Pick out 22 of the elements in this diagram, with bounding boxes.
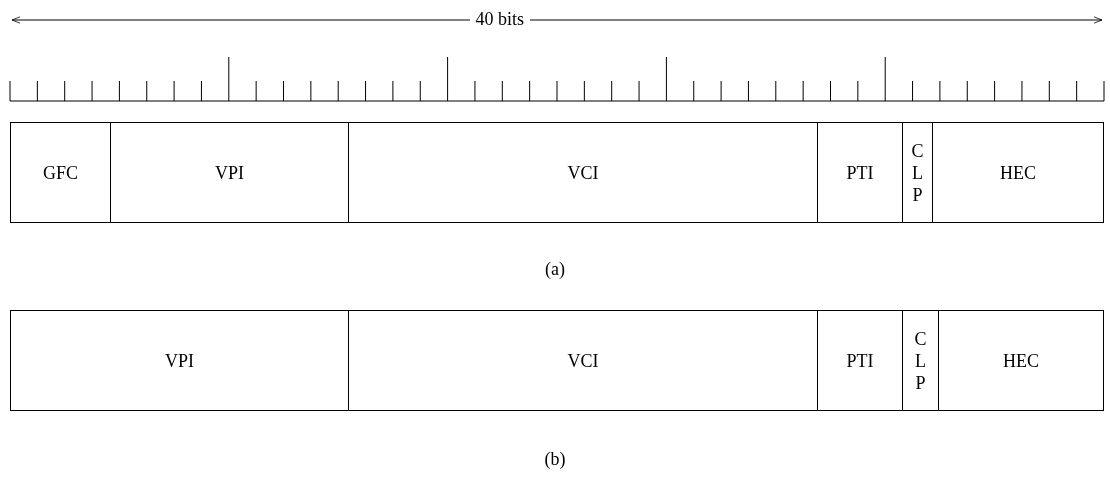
field-name: HEC: [1003, 349, 1039, 372]
header-field: [938, 310, 1104, 411]
field-name: VCI: [567, 349, 599, 372]
field-name: VPI: [215, 161, 244, 184]
header-field: [817, 122, 903, 223]
field-name: C L P: [910, 139, 925, 206]
header-field: [348, 310, 818, 411]
header-field: [932, 122, 1104, 223]
field-name: HEC: [1000, 161, 1036, 184]
header-field: [817, 310, 903, 411]
header-field: [902, 310, 939, 411]
header-field: [110, 122, 349, 223]
header-field: [902, 122, 933, 223]
field-name: PTI: [846, 161, 874, 184]
field-name: GFC: [43, 161, 78, 184]
header-field: [348, 122, 818, 223]
header-field: [10, 310, 349, 411]
field-name: VCI: [567, 161, 599, 184]
field-name: C L P: [913, 327, 928, 394]
field-name: PTI: [846, 349, 874, 372]
field-name: VPI: [165, 349, 194, 372]
header-field: [10, 122, 111, 223]
